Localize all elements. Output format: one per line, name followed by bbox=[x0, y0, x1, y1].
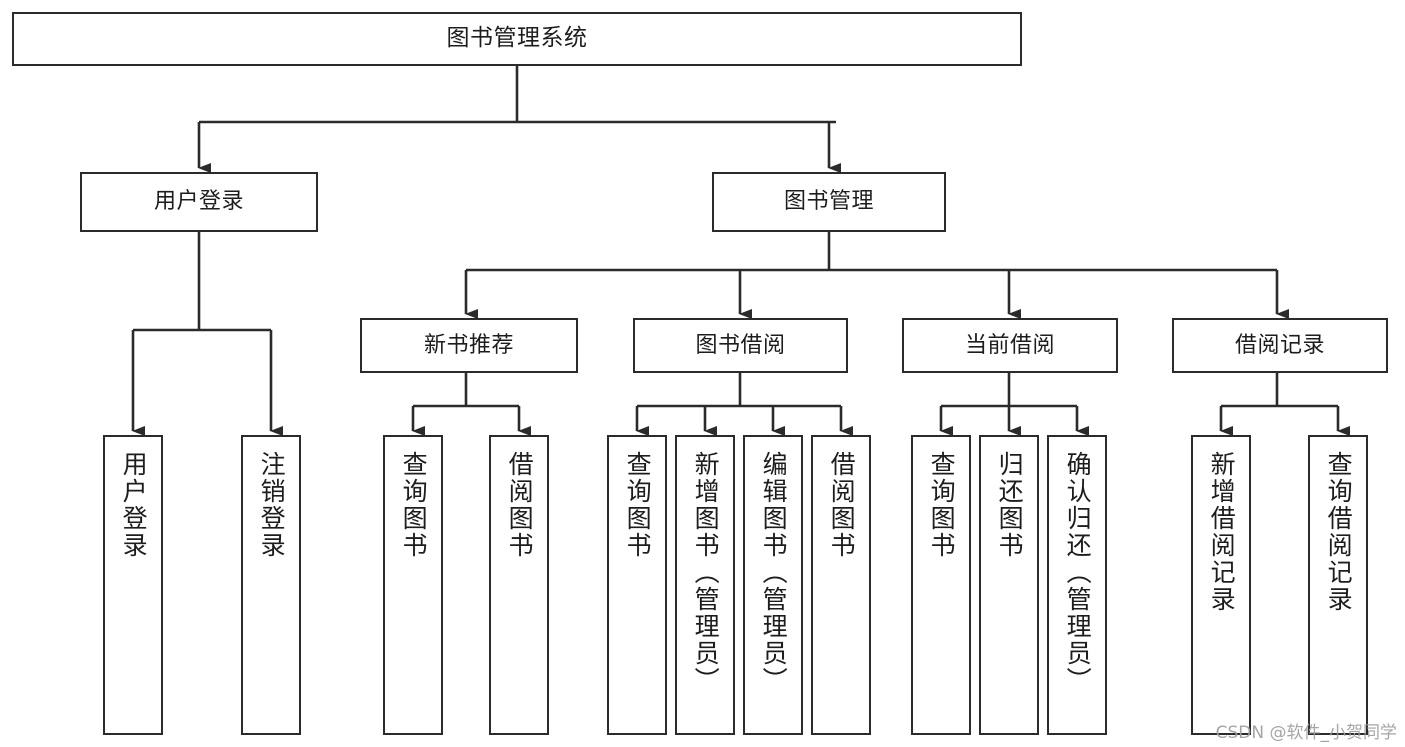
node-book-management[interactable]: 图书管理 bbox=[712, 172, 946, 232]
leaf-borrow-books-recommendation[interactable]: 借阅图书 bbox=[489, 435, 549, 735]
leaf-user-login[interactable]: 用户登录 bbox=[103, 435, 163, 735]
node-label: 借阅图书 bbox=[827, 451, 857, 559]
leaf-confirm-return-admin[interactable]: 确认归还（管理员） bbox=[1047, 435, 1107, 735]
leaf-edit-book-admin[interactable]: 编辑图书（管理员） bbox=[743, 435, 803, 735]
leaf-query-books-current[interactable]: 查询图书 bbox=[911, 435, 971, 735]
node-label: 用户登录 bbox=[119, 451, 149, 559]
node-label: 借阅记录 bbox=[1234, 332, 1325, 358]
leaf-query-books-recommendation[interactable]: 查询图书 bbox=[383, 435, 443, 735]
leaf-query-borrowing-record[interactable]: 查询借阅记录 bbox=[1308, 435, 1368, 735]
node-root-book-management-system[interactable]: 图书管理系统 bbox=[12, 12, 1022, 66]
node-label: 用户登录 bbox=[153, 189, 244, 215]
node-new-book-recommendation[interactable]: 新书推荐 bbox=[360, 318, 578, 373]
node-label: 图书管理 bbox=[783, 189, 874, 215]
node-label: 查询图书 bbox=[623, 451, 653, 559]
leaf-add-book-admin[interactable]: 新增图书（管理员） bbox=[675, 435, 735, 735]
node-label: 归还图书 bbox=[995, 451, 1025, 559]
node-borrowing-records[interactable]: 借阅记录 bbox=[1172, 318, 1388, 373]
node-label: 借阅图书 bbox=[505, 451, 535, 559]
node-label: 编辑图书（管理员） bbox=[759, 451, 789, 694]
csdn-watermark: CSDN @软件_小贺同学 bbox=[1215, 723, 1397, 743]
leaf-add-borrowing-record[interactable]: 新增借阅记录 bbox=[1191, 435, 1251, 735]
leaf-query-books-borrowing[interactable]: 查询图书 bbox=[607, 435, 667, 735]
node-label: 查询借阅记录 bbox=[1324, 451, 1354, 613]
node-book-borrowing[interactable]: 图书借阅 bbox=[633, 318, 848, 373]
node-label: 新增借阅记录 bbox=[1207, 451, 1237, 613]
node-label: 新增图书（管理员） bbox=[691, 451, 721, 694]
node-label: 当前借阅 bbox=[964, 332, 1055, 358]
node-label: 注销登录 bbox=[257, 451, 287, 559]
node-user-login[interactable]: 用户登录 bbox=[80, 172, 318, 232]
node-label: 图书管理系统 bbox=[446, 25, 588, 52]
node-label: 图书借阅 bbox=[695, 332, 786, 358]
leaf-return-books[interactable]: 归还图书 bbox=[979, 435, 1039, 735]
node-current-borrowing[interactable]: 当前借阅 bbox=[902, 318, 1118, 373]
leaf-borrow-books[interactable]: 借阅图书 bbox=[811, 435, 871, 735]
node-label: 新书推荐 bbox=[423, 332, 514, 358]
node-label: 确认归还（管理员） bbox=[1063, 451, 1093, 694]
node-label: 查询图书 bbox=[399, 451, 429, 559]
leaf-logout[interactable]: 注销登录 bbox=[241, 435, 301, 735]
node-label: 查询图书 bbox=[927, 451, 957, 559]
